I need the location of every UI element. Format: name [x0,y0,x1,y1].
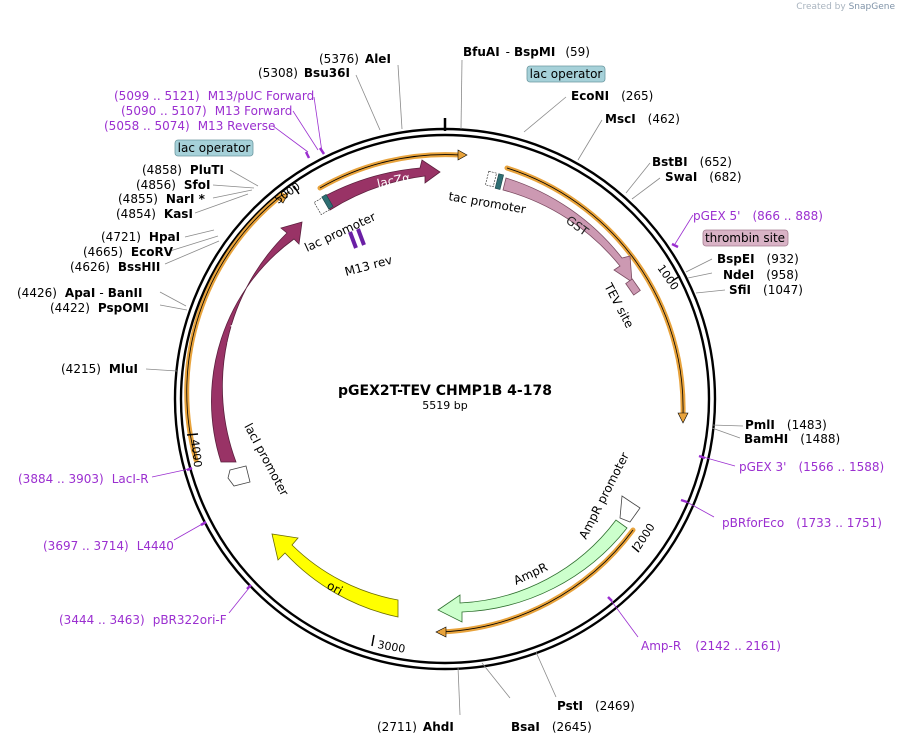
tick-2000: 2000 [632,521,658,552]
site-msci[interactable]: MscI(462) [605,112,680,126]
site-ahdi[interactable]: (2711)AhdI [377,720,454,734]
orf-laci-arrowhead [276,191,290,204]
orf-ampr-arrowhead [435,626,447,638]
orf-gst-arrowhead [677,412,689,424]
snapgene-watermark: Created by SnapGene [796,2,895,12]
site-hpai[interactable]: (4721)HpaI [101,230,180,244]
restriction-sites: (5376)AleI (5308)Bsu36I BfuAI-BspMI(59) … [17,45,840,734]
feature-laci[interactable]: lacI [211,221,303,463]
site-nari[interactable]: (4855)NarI * [118,192,206,206]
site-mlui[interactable]: (4215)MluI [61,362,138,376]
primer-amp-r[interactable]: Amp-R(2142 .. 2161) [641,639,781,653]
site-bstbi[interactable]: BstBI(652) [652,155,732,169]
site-ndei[interactable]: NdeI(958) [723,268,799,282]
primer-leader-lines [151,96,736,638]
watermark-prefix: Created by [796,2,846,12]
lac-operator-top[interactable]: lac operator [526,65,606,83]
lac-promoter-label: lac promoter [302,210,378,255]
feature-laci-promoter[interactable]: lacI promoter [227,421,291,499]
primer-pbrforeco[interactable]: pBRforEco(1733 .. 1751) [722,516,882,530]
site-psti[interactable]: PstI(2469) [557,699,635,713]
feature-ampr-promoter[interactable]: AmpR promoter [576,450,641,541]
site-bsshii[interactable]: (4626)BssHII [70,260,160,274]
site-apai-banii[interactable]: (4426)ApaI-BanII [17,286,142,300]
laci-label: lacI [225,324,242,347]
site-bspei[interactable]: BspEI(932) [717,252,799,266]
feature-m13-rev[interactable]: M13 rev [343,228,394,279]
backbone [173,118,717,671]
lac-operator-left[interactable]: lac operator [174,139,254,157]
site-bsu36i[interactable]: (5308)Bsu36I [258,66,350,80]
tick-4000: 4000 [188,439,204,468]
thrombin-site-label: thrombin site [705,231,785,245]
snapgene-logo: SnapGene [848,2,895,12]
m13-rev-label: M13 rev [343,253,394,279]
gst-label: GST [563,213,591,239]
primer-labels: (5099 .. 5121)M13/pUC Forward (5090 .. 5… [18,89,884,653]
site-ecorv[interactable]: (4665)EcoRV [83,245,174,259]
feature-lacz[interactable]: lacZα [324,159,441,211]
ori-label: ori [325,578,345,598]
lac-operator-left-label: lac operator [178,141,251,155]
site-alei[interactable]: (5376)AleI [319,52,391,66]
site-pluti[interactable]: (4858)PluTI [142,163,224,177]
site-bamhi[interactable]: BamHI(1488) [744,432,840,446]
site-sfoi[interactable]: (4856)SfoI [136,178,210,192]
tick-5000: 5000 [272,180,302,207]
lac-operator-top-label: lac operator [530,67,603,81]
primer-marks [186,147,706,602]
site-sfii[interactable]: SfiI(1047) [729,283,803,297]
primer-l4440[interactable]: (3697 .. 3714)L4440 [43,539,174,553]
site-swai[interactable]: SwaI(682) [665,170,742,184]
site-pmli[interactable]: PmlI(1483) [745,418,827,432]
primer-m13puc-forward[interactable]: (5099 .. 5121)M13/pUC Forward [114,89,314,103]
lacz-label: lacZα [376,170,412,191]
tick-3000: 3000 [376,638,406,656]
primer-pgex3[interactable]: pGEX 3'(1566 .. 1588) [739,460,884,474]
leader-lines [145,59,744,716]
site-kasi[interactable]: (4854)KasI [116,207,193,221]
plasmid-length: 5519 bp [422,399,467,412]
orf-gst [504,165,686,418]
site-bsai[interactable]: BsaI(2645) [511,720,592,734]
primer-pgex5[interactable]: pGEX 5'(866 .. 888) [693,209,823,223]
site-econi[interactable]: EcoNI(265) [571,89,653,103]
primer-laci-r[interactable]: (3884 .. 3903)LacI-R [18,472,149,486]
laci-promoter-label: lacI promoter [241,421,291,499]
primer-m13-reverse[interactable]: (5058 .. 5074)M13 Reverse [104,119,275,133]
feature-ori[interactable]: ori [271,533,399,618]
plasmid-name: pGEX2T-TEV CHMP1B 4-178 [338,383,552,399]
site-pspomi[interactable]: (4422)PspOMI [50,301,149,315]
thrombin-site[interactable]: thrombin site [702,229,789,247]
site-bfuai-bspmi[interactable]: BfuAI-BspMI(59) [463,45,590,59]
orf-lacz-arrowhead [457,149,468,161]
feature-tev-site[interactable]: TEV site [601,278,641,330]
primer-pbr322ori-f[interactable]: (3444 .. 3463)pBR322ori-F [59,613,227,627]
primer-m13-forward[interactable]: (5090 .. 5107)M13 Forward [121,104,292,118]
